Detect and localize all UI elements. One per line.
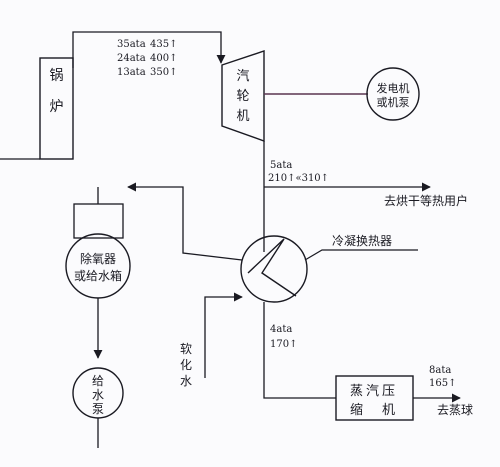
boiler: 锅 炉 xyxy=(39,57,74,160)
feed-pump: 给 水 泵 xyxy=(72,367,124,419)
deaerator: 除氧器 或给水箱 xyxy=(65,203,131,299)
steam-temperature-2: 400↑ xyxy=(150,53,177,64)
soft-water-label-3: 水 xyxy=(180,374,192,388)
soft-water-label-1: 软 xyxy=(180,342,192,356)
main-steam-line xyxy=(72,31,226,68)
compressor-out-pressure: 8ata xyxy=(429,365,451,376)
turbine: 汽 轮 机 xyxy=(221,50,265,142)
drying-users-label: 去烘干等热用户 xyxy=(384,193,468,208)
condenser-label: 冷凝换热器 xyxy=(332,233,392,248)
steam-pressure-3: 13ata xyxy=(117,67,146,78)
boiler-label-2: 炉 xyxy=(50,99,64,115)
feed-pump-label-1: 给 xyxy=(92,374,104,388)
turbine-label-2: 轮 xyxy=(236,89,249,104)
deaerator-label-1: 除氧器 xyxy=(80,251,116,266)
condenser-out-pressure: 4ata xyxy=(270,324,292,335)
generator: 发电机 或机泵 xyxy=(366,67,420,121)
compressor-label-1: 蒸汽压 xyxy=(350,384,398,399)
condenser-outlet-line xyxy=(263,302,336,399)
condenser-leader xyxy=(304,249,418,261)
turbine-label-3: 机 xyxy=(236,109,249,124)
soft-water-line xyxy=(204,292,243,378)
generator-circle xyxy=(366,67,420,121)
deaerator-circle xyxy=(65,233,131,299)
steam-conditions: 35ata 435↑ 24ata 400↑ 13ata 350↑ xyxy=(117,39,177,78)
generator-label-2: 或机泵 xyxy=(377,95,410,109)
compressor-out-temperature: 165↑ xyxy=(429,378,456,389)
turbine-label-1: 汽 xyxy=(236,69,249,84)
exhaust-temperature: 210↑«310↑ xyxy=(268,173,329,184)
condensate-return-line xyxy=(127,182,243,261)
boiler-box xyxy=(39,57,74,160)
steam-pressure-1: 35ata xyxy=(117,39,146,50)
deaerator-top xyxy=(73,203,124,239)
generator-label-1: 发电机 xyxy=(377,81,410,95)
exhaust-pressure: 5ata xyxy=(270,160,292,171)
condenser-coil xyxy=(247,238,297,297)
steam-temperature-3: 350↑ xyxy=(150,67,177,78)
steam-temperature-1: 435↑ xyxy=(150,39,177,50)
feed-pump-label-2: 水 xyxy=(92,388,104,402)
condenser-out-temperature: 170↑ xyxy=(270,339,297,350)
condenser xyxy=(240,235,308,303)
soft-water-label-2: 化 xyxy=(180,358,192,372)
to-evaporator-label: 去蒸球 xyxy=(437,403,473,417)
condenser-circle xyxy=(240,235,308,303)
compressor-label-2: 缩 机 xyxy=(350,402,398,418)
steam-pressure-2: 24ata xyxy=(117,53,146,64)
steam-compressor: 蒸汽压 缩 机 xyxy=(335,375,414,421)
deaerator-label-2: 或给水箱 xyxy=(74,268,122,283)
boiler-label-1: 锅 xyxy=(50,68,64,84)
feed-pump-label-3: 泵 xyxy=(92,402,104,416)
